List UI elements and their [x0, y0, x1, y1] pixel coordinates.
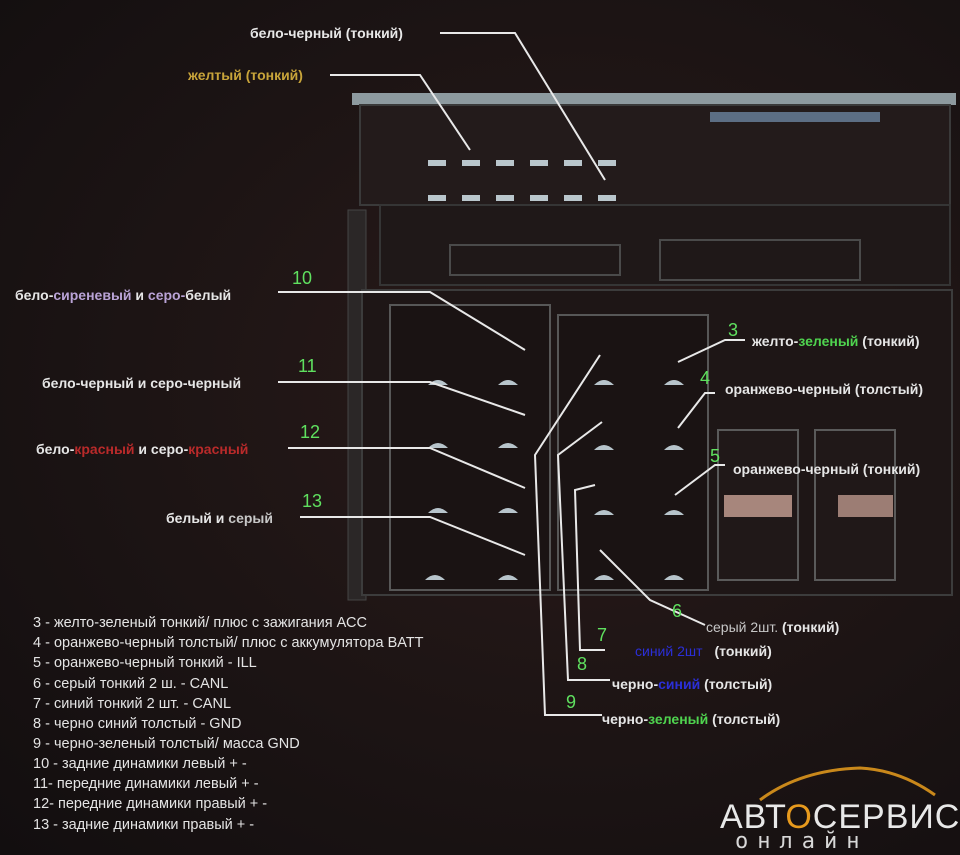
label-9-number: 9	[566, 692, 576, 712]
label-12-number: 12	[300, 422, 320, 442]
label-4: оранжево-черный (толстый)	[725, 381, 923, 397]
left-block-pins	[425, 380, 518, 580]
connector-body	[347, 93, 956, 601]
label-3-number: 3	[728, 320, 738, 340]
label-white-black-thin: бело-черный (тонкий)	[250, 25, 403, 41]
middle-block	[557, 314, 709, 591]
mid-slot-b	[659, 239, 861, 281]
leader-white-black-thin	[440, 32, 606, 181]
label-10-number: 10	[292, 268, 312, 288]
legend-line: 7 - синий тонкий 2 шт. - CANL	[33, 696, 231, 712]
legend-line: 10 - задние динамики левый + -	[33, 756, 247, 772]
leader-10	[278, 291, 526, 351]
leader-4	[677, 392, 715, 429]
label-3: желто-зеленый (тонкий)	[751, 333, 920, 349]
label-11-number: 11	[298, 356, 317, 376]
blue-edge	[710, 112, 880, 122]
label-5-number: 5	[710, 446, 720, 466]
top-strip	[352, 93, 956, 105]
label-12: бело-красный и серо-красный	[36, 441, 248, 457]
legend-line: 3 - желто-зеленый тонкий/ плюс с зажиган…	[33, 615, 367, 631]
pink-pin-b	[838, 495, 893, 517]
label-9: черно-зеленый (толстый)	[602, 711, 780, 727]
brand-logo: АВТОСЕРВИС онлайн	[720, 766, 960, 854]
brand-name: АВТОСЕРВИС	[720, 798, 960, 836]
legend-line: 12- передние динамики правый + -	[33, 796, 267, 812]
label-8-number: 8	[577, 654, 587, 674]
label-7-number: 7	[597, 625, 607, 645]
legend-line: 9 - черно-зеленый толстый/ масса GND	[33, 736, 300, 752]
label-13-number: 13	[302, 491, 322, 511]
label-7: синий 2шт(тонкий)	[635, 643, 772, 659]
middle-block-pins	[594, 380, 684, 580]
legend-line: 11- передние динамики левый + -	[33, 776, 259, 792]
leader-5	[674, 464, 725, 496]
label-6-number: 6	[672, 601, 682, 621]
label-10: бело-сиреневый и серо-белый	[15, 287, 231, 303]
top-pins	[428, 160, 616, 201]
leader-yellow-thin	[330, 74, 471, 151]
leader-lines	[278, 32, 745, 716]
legend: 3 - желто-зеленый тонкий/ плюс с зажиган…	[33, 615, 424, 833]
label-11: бело-черный и серо-черный	[42, 375, 241, 391]
legend-line: 8 - черно синий толстый - GND	[33, 716, 242, 732]
legend-line: 5 - оранжево-черный тонкий - ILL	[33, 655, 257, 671]
label-yellow-thin: желтый (тонкий)	[187, 67, 303, 83]
pink-pin-a	[724, 495, 792, 517]
mid-slot-a	[449, 244, 621, 276]
leader-11	[278, 381, 526, 416]
legend-line: 4 - оранжево-черный толстый/ плюс с акку…	[33, 635, 424, 651]
label-6: серый 2шт. (тонкий)	[706, 619, 839, 635]
leader-3	[677, 339, 745, 363]
car-outline-icon	[759, 766, 936, 802]
leader-6	[599, 549, 706, 626]
label-5: оранжево-черный (тонкий)	[733, 461, 920, 477]
leader-13	[300, 516, 526, 556]
leader-12	[288, 447, 526, 489]
brand-tagline: онлайн	[735, 829, 868, 854]
legend-line: 6 - серый тонкий 2 ш. - CANL	[33, 676, 228, 692]
label-13: белый и серый	[166, 510, 273, 526]
legend-line: 13 - задние динамики правый + -	[33, 817, 254, 833]
leader-9	[533, 354, 602, 716]
label-4-number: 4	[700, 368, 710, 388]
leader-7	[573, 484, 605, 651]
label-8: черно-синий (толстый)	[612, 676, 772, 692]
leader-8	[556, 421, 610, 681]
